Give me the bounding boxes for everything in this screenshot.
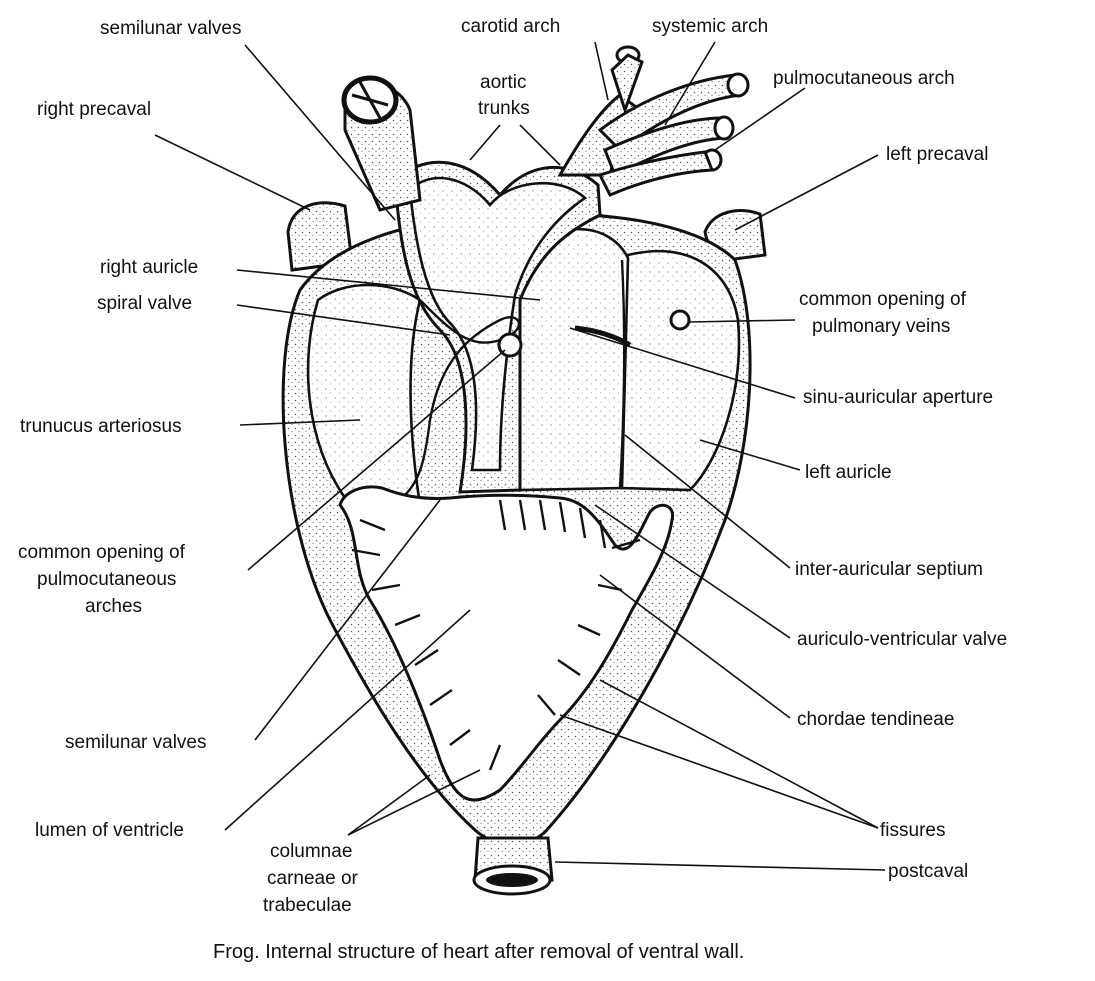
label-spiral-valve: spiral valve	[97, 293, 192, 314]
label-chordae-tendineae: chordae tendineae	[797, 709, 954, 730]
postcaval-lumen	[486, 873, 538, 887]
label-fissures: fissures	[880, 820, 945, 841]
labels: semilunar valves right precaval carotid …	[18, 16, 1007, 963]
label-right-auricle: right auricle	[100, 257, 198, 278]
precaval-opening-detail	[351, 81, 389, 119]
label-semilunar-valves-top: semilunar valves	[100, 18, 242, 39]
label-carotid-arch: carotid arch	[461, 16, 560, 37]
label-carneae-or: carneae or	[267, 868, 359, 889]
label-right-precaval: right precaval	[37, 99, 151, 120]
systemic-arch-end	[726, 72, 750, 98]
spiral-valve-line	[404, 299, 521, 496]
label-trunks: trunks	[478, 98, 530, 119]
left-auricle-chamber	[618, 249, 741, 492]
label-postcaval: postcaval	[888, 861, 968, 882]
inter-auricular-septum-line	[618, 259, 626, 489]
label-common-opening-pulmonary-2: pulmonary veins	[812, 316, 950, 337]
right-auricle-chamber	[306, 283, 422, 507]
carotid-arch-stem	[610, 53, 644, 115]
label-systemic-arch: systemic arch	[652, 16, 768, 37]
label-aortic: aortic	[480, 72, 526, 93]
label-columnae: columnae	[270, 841, 352, 862]
ventricle-lumen	[338, 485, 675, 802]
label-left-auricle: left auricle	[805, 462, 892, 483]
truncus-inner	[408, 176, 588, 472]
label-auriculo-ventricular-valve: auriculo-ventricular valve	[797, 629, 1007, 650]
label-truncus-arteriosus: trunucus arteriosus	[20, 416, 182, 437]
pulmocutaneous-arch-lower	[597, 150, 715, 197]
label-common-opening-pulmonary-1: common opening of	[799, 289, 967, 310]
trabeculae-lines	[351, 499, 641, 771]
figure-caption: Frog. Internal structure of heart after …	[213, 941, 744, 963]
label-lumen-of-ventricle: lumen of ventricle	[35, 820, 184, 841]
right-precaval-vessel	[286, 201, 354, 272]
label-common-opening-pulmocutaneous-2: pulmocutaneous	[37, 569, 176, 590]
label-sinu-auricular-aperture: sinu-auricular aperture	[803, 387, 993, 408]
label-common-opening-pulmocutaneous-3: arches	[85, 596, 142, 617]
heart-illustration	[281, 45, 767, 896]
sinu-auricular-aperture-mark	[574, 325, 632, 348]
label-common-opening-pulmocutaneous-1: common opening of	[18, 542, 186, 563]
pulmonary-opening-circle	[669, 309, 691, 331]
label-trabeculae: trabeculae	[263, 895, 352, 916]
label-semilunar-valves-bottom: semilunar valves	[65, 732, 207, 753]
leader-lines	[154, 41, 886, 871]
label-left-precaval: left precaval	[886, 144, 988, 165]
label-inter-auricular-septum: inter-auricular septium	[795, 559, 983, 580]
pulmocutaneous-arch-end-1	[713, 115, 735, 141]
label-pulmocutaneous-arch: pulmocutaneous arch	[773, 68, 955, 89]
